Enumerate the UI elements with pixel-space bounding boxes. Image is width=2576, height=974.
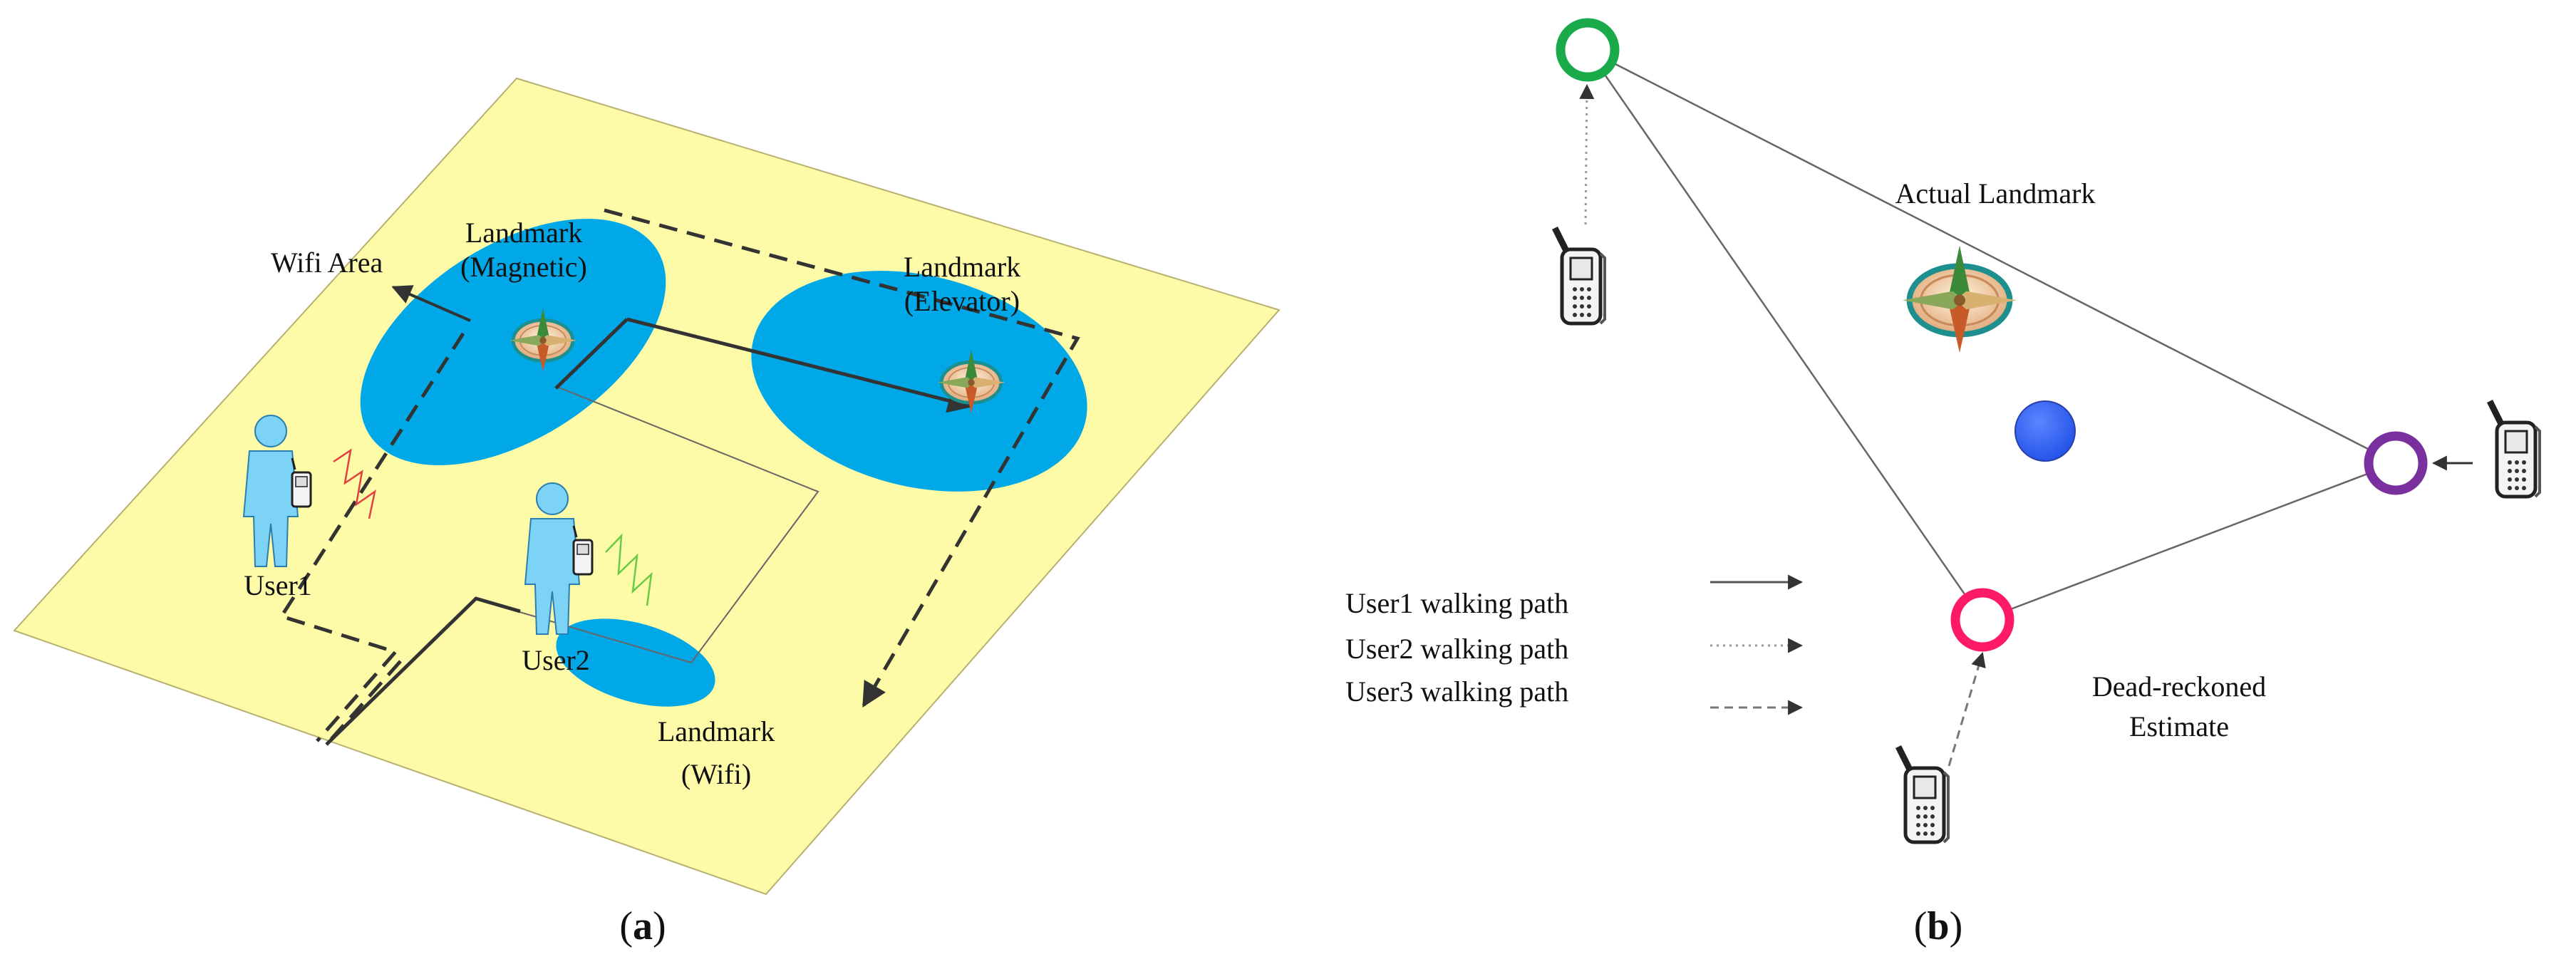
label-landmark-wifi: Landmark	[658, 715, 775, 747]
triangle-outline	[1586, 48, 2399, 621]
label-landmark-wifi-type: (Wifi)	[681, 758, 751, 790]
panel-a: Wifi Area Landmark (Magnetic) Landmark (…	[13, 77, 1281, 948]
label-landmark-elevator: Landmark	[904, 251, 1020, 283]
estimate-dot	[2014, 400, 2076, 462]
legend-label-user1: User1 walking path	[1345, 587, 1568, 619]
wifi-area-arrow	[391, 285, 471, 322]
compass-icon	[1903, 246, 2017, 353]
legend-label-user3: User3 walking path	[1345, 675, 1568, 708]
caption-b: (b)	[1914, 904, 1962, 948]
legend-label-user2: User2 walking path	[1345, 633, 1568, 665]
label-wifi-area: Wifi Area	[271, 247, 383, 279]
user1-marker	[1556, 18, 1620, 82]
label-actual-landmark: Actual Landmark	[1895, 177, 2096, 209]
signal-icon-red	[333, 448, 376, 519]
legend: User1 walking path User2 walking path Us…	[1345, 574, 1804, 715]
user2-marker	[2364, 431, 2428, 495]
solid-path-magnetic-elevator	[554, 317, 971, 406]
panel-b: Actual Landmark Dead-reckoned Estimate U…	[1345, 18, 2540, 948]
label-landmark-elevator-type: (Elevator)	[904, 285, 1020, 317]
signal-icon-green	[605, 533, 653, 606]
label-dead-reckoned: Dead-reckoned	[2092, 670, 2266, 703]
label-estimate: Estimate	[2129, 710, 2229, 742]
phone-icon-user1	[1552, 227, 1605, 323]
label-user1: User1	[244, 569, 312, 601]
wifi-landmark-area	[556, 618, 715, 707]
phone-icon-user3	[1895, 745, 1948, 842]
solid-path-bottom	[325, 596, 521, 746]
elevator-landmark-area	[751, 271, 1087, 492]
room-outline	[473, 386, 819, 664]
user1-phone-path	[1579, 83, 1595, 225]
phone-icon-user2	[2487, 400, 2540, 497]
label-landmark-magnetic-type: (Magnetic)	[460, 251, 587, 283]
user3-marker	[1950, 588, 2014, 652]
dashed-path-outer	[604, 208, 1080, 708]
user3-phone-path	[1947, 651, 1986, 767]
floor-plane	[13, 77, 1281, 896]
walking-paths-a	[279, 208, 1080, 746]
caption-a: (a)	[619, 904, 666, 948]
dashed-path-left	[279, 332, 465, 742]
label-user2: User2	[522, 644, 590, 676]
label-landmark-magnetic: Landmark	[465, 217, 582, 249]
